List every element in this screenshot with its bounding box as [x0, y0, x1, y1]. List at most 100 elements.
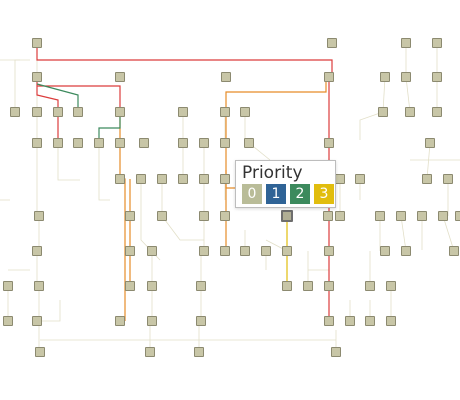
task-node[interactable] [157, 174, 167, 184]
task-node[interactable] [157, 211, 167, 221]
task-node[interactable] [324, 281, 334, 291]
priority-3-button[interactable]: 3 [314, 184, 334, 204]
task-node[interactable] [35, 347, 45, 357]
task-node[interactable] [432, 72, 442, 82]
task-node[interactable] [355, 174, 365, 184]
task-node[interactable] [380, 72, 390, 82]
task-node[interactable] [125, 246, 135, 256]
task-node[interactable] [324, 72, 334, 82]
task-node[interactable] [147, 316, 157, 326]
task-node[interactable] [32, 316, 42, 326]
graph-edge [14, 59, 30, 112]
task-node[interactable] [331, 347, 341, 357]
task-node[interactable] [365, 281, 375, 291]
task-node[interactable] [401, 246, 411, 256]
task-node[interactable] [115, 316, 125, 326]
task-node[interactable] [422, 174, 432, 184]
task-node[interactable] [10, 107, 20, 117]
task-node[interactable] [73, 138, 83, 148]
task-node[interactable] [345, 316, 355, 326]
task-node[interactable] [365, 316, 375, 326]
task-node[interactable] [115, 138, 125, 148]
task-node[interactable] [53, 138, 63, 148]
task-node[interactable] [405, 107, 415, 117]
task-node[interactable] [145, 347, 155, 357]
graph-edge [426, 142, 431, 180]
task-node[interactable] [3, 316, 13, 326]
task-node[interactable] [449, 246, 459, 256]
task-node[interactable] [34, 281, 44, 291]
task-node[interactable] [220, 174, 230, 184]
task-node[interactable] [178, 174, 188, 184]
task-node[interactable] [220, 246, 230, 256]
task-node[interactable] [32, 107, 42, 117]
task-node[interactable] [139, 138, 149, 148]
task-node[interactable] [199, 174, 209, 184]
task-node[interactable] [282, 281, 292, 291]
task-node[interactable] [438, 211, 448, 221]
task-node[interactable] [282, 246, 292, 256]
task-node[interactable] [240, 107, 250, 117]
task-node[interactable] [136, 174, 146, 184]
task-node[interactable] [335, 211, 345, 221]
priority-2-button[interactable]: 2 [290, 184, 310, 204]
task-node[interactable] [125, 281, 135, 291]
task-node[interactable] [196, 316, 206, 326]
task-node[interactable] [3, 281, 13, 291]
task-node[interactable] [32, 138, 42, 148]
task-node[interactable] [32, 246, 42, 256]
task-node[interactable] [178, 107, 188, 117]
task-node[interactable] [147, 281, 157, 291]
task-node[interactable] [199, 138, 209, 148]
task-node[interactable] [401, 72, 411, 82]
task-node[interactable] [194, 347, 204, 357]
task-node[interactable] [417, 211, 427, 221]
task-node[interactable] [147, 246, 157, 256]
task-node[interactable] [335, 174, 345, 184]
task-node[interactable] [425, 138, 435, 148]
task-node[interactable] [303, 281, 313, 291]
task-node[interactable] [32, 38, 42, 48]
task-node[interactable] [455, 211, 460, 221]
task-node[interactable] [34, 211, 44, 221]
priority-1-button[interactable]: 1 [266, 184, 286, 204]
task-node[interactable] [221, 72, 231, 82]
task-node[interactable] [115, 174, 125, 184]
task-node[interactable] [396, 211, 406, 221]
task-node[interactable] [94, 138, 104, 148]
task-node[interactable] [261, 246, 271, 256]
selected-task-node[interactable] [281, 210, 293, 222]
task-node[interactable] [324, 246, 334, 256]
task-node[interactable] [125, 211, 135, 221]
task-node[interactable] [432, 38, 442, 48]
task-node[interactable] [432, 107, 442, 117]
task-node[interactable] [178, 138, 188, 148]
task-node[interactable] [386, 316, 396, 326]
task-node[interactable] [244, 138, 254, 148]
task-node[interactable] [199, 211, 209, 221]
task-node[interactable] [401, 38, 411, 48]
task-node[interactable] [115, 107, 125, 117]
task-node[interactable] [324, 316, 334, 326]
task-node[interactable] [220, 211, 230, 221]
task-node[interactable] [196, 281, 206, 291]
task-node[interactable] [324, 138, 334, 148]
task-node[interactable] [199, 246, 209, 256]
task-node[interactable] [375, 211, 385, 221]
task-node[interactable] [386, 281, 396, 291]
task-node[interactable] [327, 38, 337, 48]
task-node[interactable] [220, 107, 230, 117]
priority-0-button[interactable]: 0 [242, 184, 262, 204]
task-node[interactable] [73, 107, 83, 117]
task-node[interactable] [240, 246, 250, 256]
task-node[interactable] [220, 138, 230, 148]
task-node[interactable] [115, 72, 125, 82]
task-node[interactable] [380, 246, 390, 256]
task-node[interactable] [378, 107, 388, 117]
task-node[interactable] [32, 72, 42, 82]
task-node[interactable] [53, 107, 63, 117]
task-node[interactable] [443, 174, 453, 184]
task-node[interactable] [323, 211, 333, 221]
